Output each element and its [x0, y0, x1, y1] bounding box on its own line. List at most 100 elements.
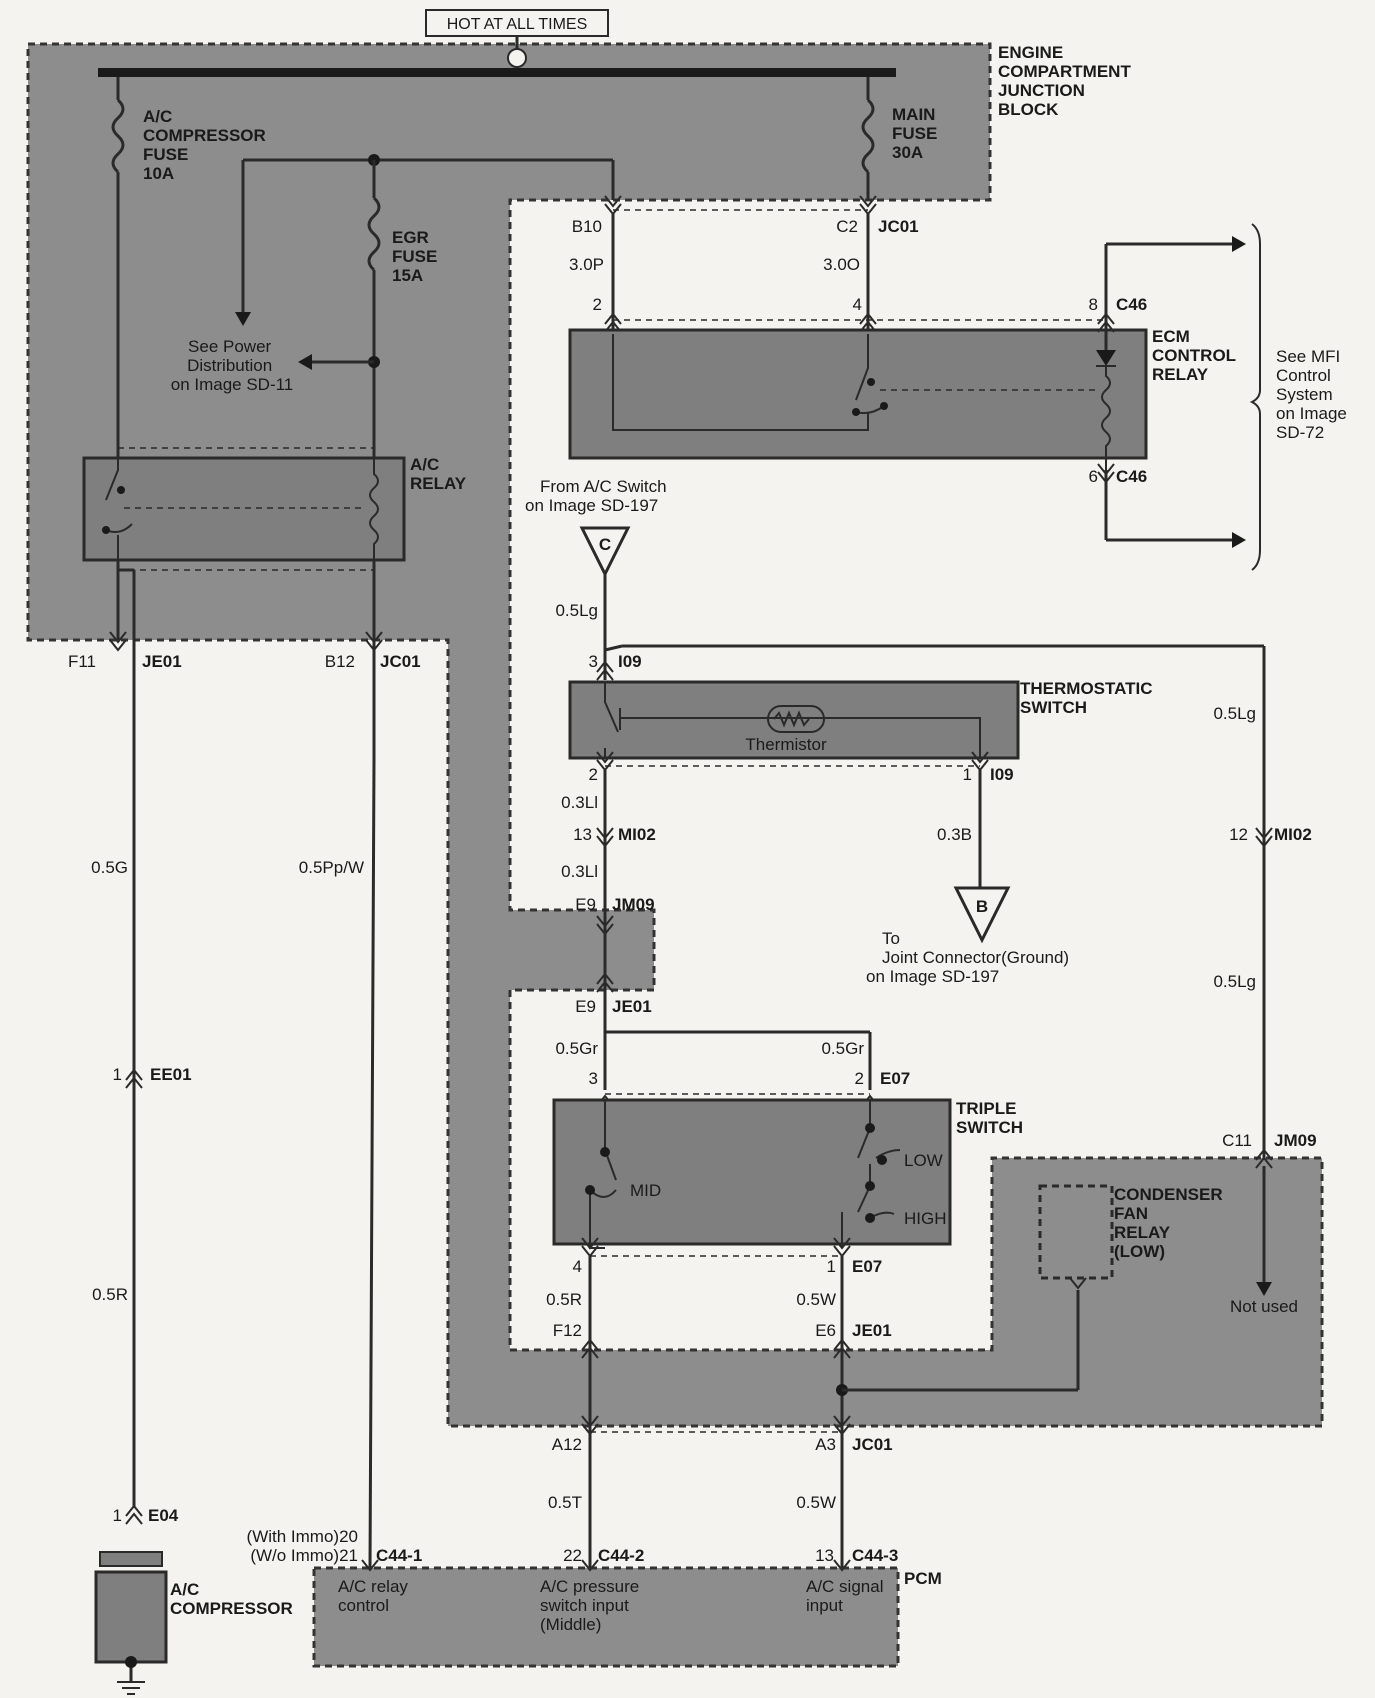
hot-at-all-times-label: HOT AT ALL TIMES	[447, 16, 588, 33]
ac-relay-coil-icon	[369, 458, 379, 560]
pin-2-ecm: 2	[593, 295, 602, 314]
conn-e07-bottom: E07	[852, 1257, 882, 1276]
power-distribution-arrow-left-icon	[298, 354, 312, 370]
thermostatic-switch-icon	[604, 682, 981, 758]
wire-0-5gr-b: 0.5Gr	[821, 1039, 864, 1058]
conn-ee01: EE01	[150, 1065, 192, 1084]
conn-c2: C2	[836, 217, 858, 236]
conn-jc01-top: JC01	[878, 217, 919, 236]
thermistor-icon	[767, 705, 825, 733]
ac-compressor-fuse-label: A/C COMPRESSOR FUSE 10A	[143, 107, 271, 183]
conn-c44-2: C44-2	[598, 1546, 644, 1565]
connector-b-marker-icon	[953, 886, 1011, 944]
wire-3-0o: 3.0O	[823, 255, 860, 274]
pin-1-e07: 1	[827, 1257, 836, 1276]
wire-0-5lg-c: 0.5Lg	[1213, 972, 1256, 991]
egr-fuse-label: EGR FUSE 15A	[392, 228, 442, 285]
ac-compressor-label: A/C COMPRESSOR	[170, 1580, 293, 1618]
power-distribution-ref: See Power Distribution on Image SD-11	[171, 337, 294, 394]
pcm-pressure-input: A/C pressure switch input (Middle)	[540, 1577, 644, 1634]
wire-0-5g: 0.5G	[91, 858, 128, 877]
pin-22: 22	[563, 1546, 582, 1565]
pin-3-i09: 3	[589, 652, 598, 671]
conn-jm09-b: JM09	[1274, 1131, 1317, 1150]
ecm-relay-diode-icon	[1096, 350, 1116, 366]
mfi-ref: See MFI Control System on Image SD-72	[1276, 347, 1352, 442]
conn-e6: E6	[815, 1321, 836, 1340]
mfi-bracket	[1249, 223, 1261, 571]
conn-je01-c: JE01	[852, 1321, 892, 1340]
pin-13-pcm: 13	[815, 1546, 834, 1565]
thermistor-label: Thermistor	[745, 735, 827, 754]
conn-c11: C11	[1222, 1131, 1252, 1150]
main-fuse-icon	[861, 98, 875, 174]
conn-f12: F12	[553, 1321, 582, 1340]
pin-13-mi02: 13	[573, 825, 592, 844]
pcm-title: PCM	[904, 1569, 942, 1588]
wire-0-5w-a: 0.5W	[796, 1290, 836, 1309]
triple-switch-box	[552, 1098, 952, 1246]
pin-3-triple: 3	[589, 1069, 598, 1088]
conn-f11: F11	[68, 652, 96, 671]
pin-2-e07: 2	[855, 1069, 864, 1088]
power-bus-bar	[98, 68, 896, 77]
hot-at-all-times-box	[425, 9, 609, 37]
conn-c46-top: C46	[1116, 295, 1147, 314]
conn-e9-jm09: E9	[575, 895, 596, 914]
conn-i09-bottom: I09	[990, 765, 1014, 784]
ac-compressor-body	[94, 1570, 168, 1664]
conn-a3: A3	[815, 1435, 836, 1454]
wire-0-5pp-w: 0.5Pp/W	[299, 858, 364, 877]
mfi-arrow-bottom-icon	[1232, 532, 1246, 548]
wire-0-3b: 0.3B	[937, 825, 972, 844]
conn-jc01-bottom: JC01	[852, 1435, 893, 1454]
wire-0-5r: 0.5R	[546, 1290, 582, 1309]
mfi-arrow-top-icon	[1232, 236, 1246, 252]
ecm-control-relay-title: ECM CONTROL RELAY	[1152, 327, 1240, 384]
pcm-region	[312, 1566, 900, 1668]
wire-3-0p: 3.0P	[569, 255, 604, 274]
triple-switch-mid: MID	[630, 1181, 661, 1200]
condenser-fan-relay-label: CONDENSER FAN RELAY (LOW)	[1114, 1185, 1227, 1261]
triple-switch-low: LOW	[904, 1151, 943, 1170]
conn-c46-bottom: C46	[1116, 467, 1147, 486]
power-source-node	[507, 48, 527, 68]
not-used-arrow-icon	[1256, 1282, 1272, 1296]
conn-c44-3: C44-3	[852, 1546, 898, 1565]
ac-compressor-clutch	[99, 1551, 163, 1567]
thermostatic-switch-box	[568, 680, 1020, 760]
junction-block-title: ENGINE COMPARTMENT JUNCTION BLOCK	[998, 43, 1136, 119]
wire-0-5r-left: 0.5R	[92, 1285, 128, 1304]
condenser-fan-relay-box	[1038, 1184, 1114, 1280]
wo-immo-pin: (W/o Immo)21	[250, 1546, 358, 1565]
ecm-relay-coil-icon	[1101, 366, 1111, 470]
conn-je01-a: JE01	[142, 652, 182, 671]
triple-switch-title: TRIPLE SWITCH	[956, 1099, 1023, 1137]
wire-0-5t: 0.5T	[548, 1493, 582, 1512]
not-used-label: Not used	[1230, 1297, 1298, 1316]
ground-ref: To Joint Connector(Ground) on Image SD-1…	[866, 929, 1074, 986]
pin-4-triple: 4	[573, 1257, 582, 1276]
conn-je01-b: JE01	[612, 997, 652, 1016]
pin-8-c46: 8	[1089, 295, 1098, 314]
conn-mi02-left: MI02	[618, 825, 656, 844]
triple-switch-high: HIGH	[904, 1209, 947, 1228]
ac-switch-ref: From A/C Switch on Image SD-197	[525, 477, 671, 515]
conn-i09-top: I09	[618, 652, 642, 671]
marker-c: C	[599, 535, 611, 554]
wire-0-3li-b: 0.3Ll	[561, 862, 598, 881]
conn-b10: B10	[572, 217, 602, 236]
marker-b: B	[976, 897, 988, 916]
pin-4-ecm: 4	[853, 295, 862, 314]
conn-e04: E04	[148, 1506, 179, 1525]
conn-a12: A12	[552, 1435, 582, 1454]
ground-icon	[117, 1681, 145, 1695]
egr-fuse-icon	[367, 196, 381, 272]
ac-relay-title: A/C RELAY	[410, 455, 467, 493]
wire-0-5w-b: 0.5W	[796, 1493, 836, 1512]
wire-0-5gr-a: 0.5Gr	[555, 1039, 598, 1058]
conn-e04-pin: 1	[113, 1506, 122, 1525]
pcm-signal-input: A/C signal input	[806, 1577, 888, 1615]
wire-0-5lg-a: 0.5Lg	[555, 601, 598, 620]
